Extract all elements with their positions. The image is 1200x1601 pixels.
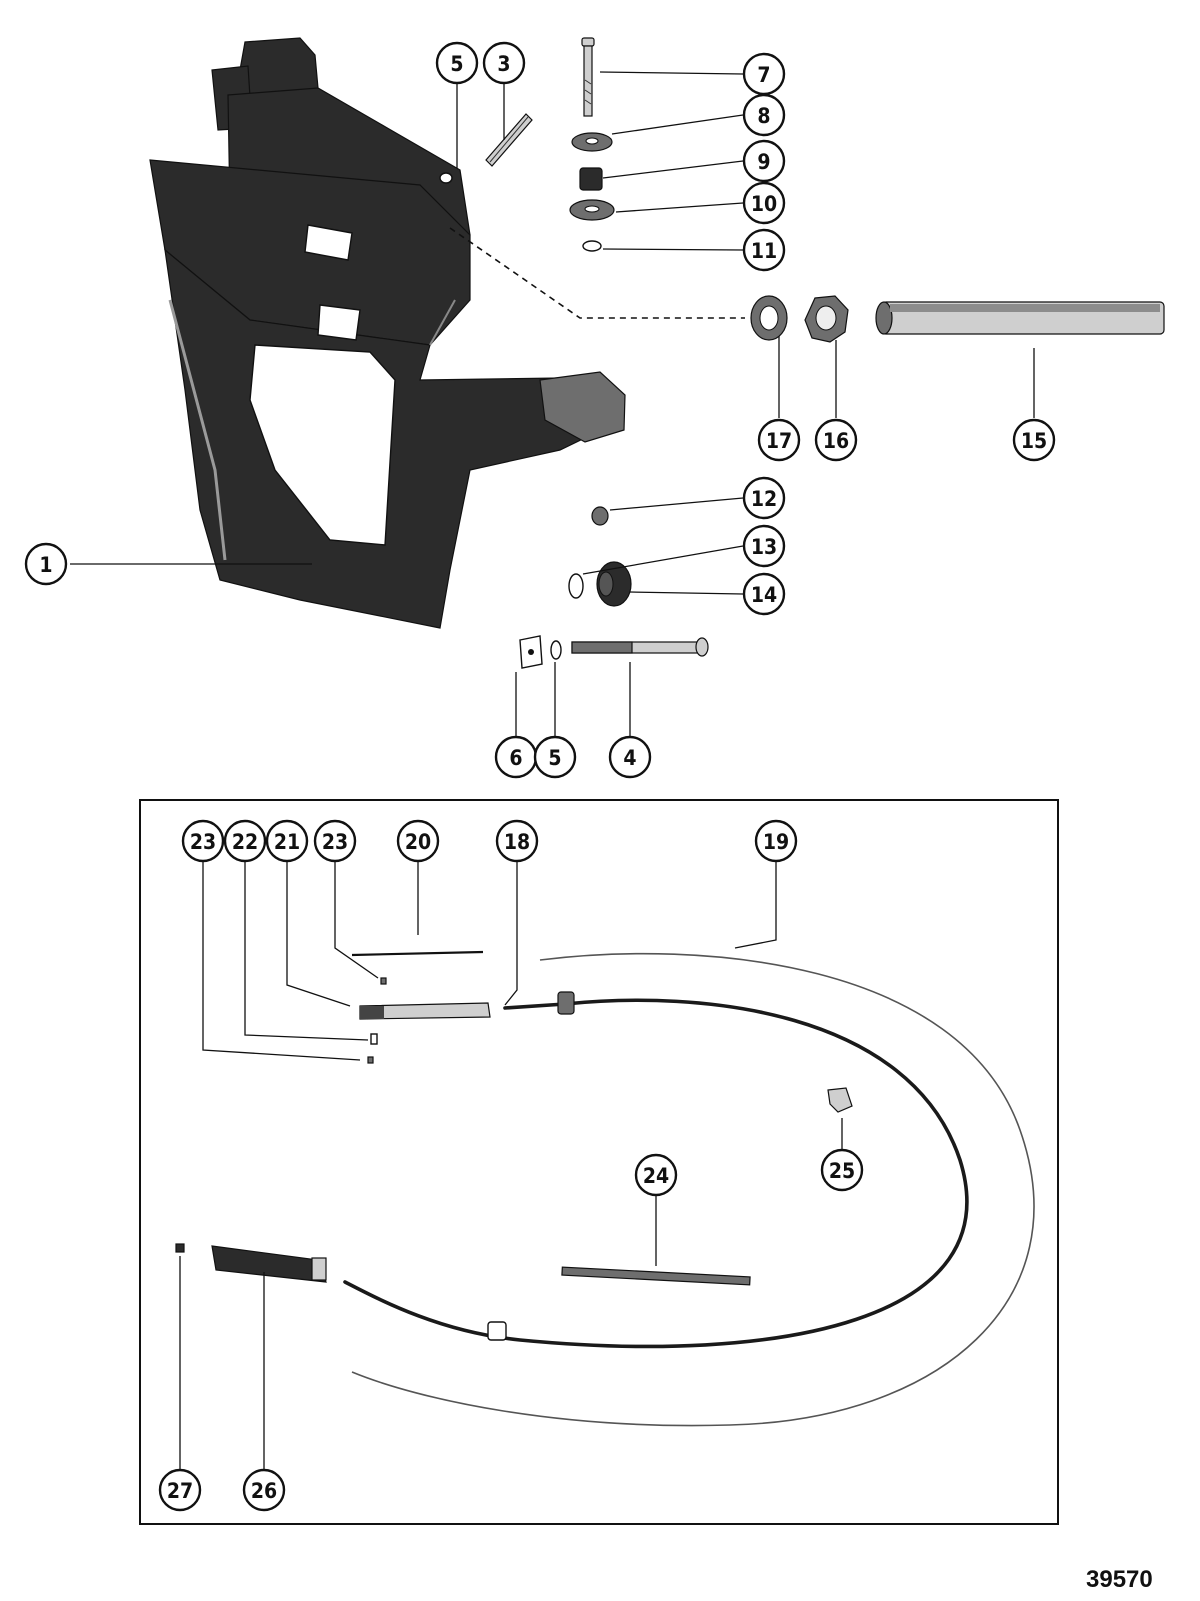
callout-24: 24: [634, 1153, 678, 1197]
bolt-7: [581, 37, 595, 117]
cable-18-lower-fitting: [487, 1321, 507, 1341]
ring-11: [582, 240, 602, 252]
cable-kit-frame: [139, 799, 1059, 1525]
svg-text:6: 6: [509, 746, 522, 770]
svg-text:26: 26: [251, 1479, 277, 1503]
svg-text:1: 1: [39, 553, 52, 577]
svg-text:22: 22: [232, 830, 258, 854]
svg-text:7: 7: [757, 63, 770, 87]
callout-5-lower: 5: [533, 735, 577, 779]
svg-text:14: 14: [751, 583, 777, 607]
svg-text:5: 5: [548, 746, 561, 770]
pin-3: [485, 113, 533, 167]
callout-1: 1: [24, 542, 68, 586]
plate-6: [519, 635, 543, 669]
callout-20: 20: [396, 819, 440, 863]
svg-text:25: 25: [829, 1159, 855, 1183]
svg-text:3: 3: [497, 52, 510, 76]
svg-text:23: 23: [190, 830, 216, 854]
callout-4: 4: [608, 735, 652, 779]
callout-9: 9: [742, 139, 786, 183]
washer-10: [569, 199, 615, 221]
nut-12: [591, 506, 609, 526]
svg-text:27: 27: [167, 1479, 193, 1503]
washer-13: [568, 573, 584, 599]
callout-8: 8: [742, 93, 786, 137]
callout-25: 25: [820, 1148, 864, 1192]
callout-22: 22: [223, 819, 267, 863]
svg-text:13: 13: [751, 535, 777, 559]
svg-text:17: 17: [766, 429, 792, 453]
svg-text:11: 11: [751, 239, 777, 263]
svg-text:12: 12: [751, 487, 777, 511]
sleeve-22: [370, 1033, 378, 1045]
callout-11: 11: [742, 228, 786, 272]
svg-text:10: 10: [751, 192, 777, 216]
washer-5-upper: [439, 172, 453, 184]
callout-27: 27: [158, 1468, 202, 1512]
bushing-9: [579, 167, 603, 191]
cable-18: [343, 998, 969, 1349]
callout-23-left: 23: [181, 819, 225, 863]
callout-16: 16: [814, 418, 858, 462]
cable-18-fitting: [557, 991, 575, 1015]
svg-text:4: 4: [623, 746, 636, 770]
threaded-rod-24: [561, 1266, 751, 1286]
tube-15: [875, 301, 1165, 335]
washer-8: [571, 132, 613, 152]
figure-number: 39570: [1086, 1566, 1153, 1593]
pin-27: [175, 1243, 185, 1253]
callout-12: 12: [742, 476, 786, 520]
rod-20: [351, 950, 484, 957]
callout-18: 18: [495, 819, 539, 863]
callout-14: 14: [742, 572, 786, 616]
svg-text:15: 15: [1021, 429, 1047, 453]
svg-text:20: 20: [405, 830, 431, 854]
swivel-bracket: [149, 37, 626, 629]
callout-6: 6: [494, 735, 538, 779]
callout-10: 10: [742, 181, 786, 225]
pin-23-upper: [380, 977, 387, 985]
callout-7: 7: [742, 52, 786, 96]
callout-19: 19: [754, 819, 798, 863]
callout-23-right: 23: [313, 819, 357, 863]
callout-17: 17: [757, 418, 801, 462]
nut-16: [804, 295, 849, 343]
svg-text:21: 21: [274, 830, 300, 854]
svg-text:18: 18: [504, 830, 530, 854]
nut-14: [596, 561, 632, 607]
svg-text:24: 24: [643, 1164, 669, 1188]
cap-25: [827, 1087, 853, 1113]
callout-15: 15: [1012, 418, 1056, 462]
callout-5-upper: 5: [435, 41, 479, 85]
callout-21: 21: [265, 819, 309, 863]
washer-5-lower: [550, 640, 562, 660]
callout-3: 3: [482, 41, 526, 85]
svg-text:23: 23: [322, 830, 348, 854]
svg-text:8: 8: [757, 104, 770, 128]
svg-text:19: 19: [763, 830, 789, 854]
pin-23-lower: [367, 1056, 374, 1064]
svg-text:5: 5: [450, 52, 463, 76]
end-fitting-21: [359, 1002, 491, 1020]
cable-19: [351, 952, 1035, 1427]
callout-13: 13: [742, 524, 786, 568]
svg-text:9: 9: [757, 150, 770, 174]
callout-26: 26: [242, 1468, 286, 1512]
bolt-4: [571, 637, 709, 657]
assembly-line: [449, 227, 745, 319]
washer-17: [750, 295, 788, 341]
svg-text:16: 16: [823, 429, 849, 453]
end-fitting-26: [211, 1245, 327, 1283]
